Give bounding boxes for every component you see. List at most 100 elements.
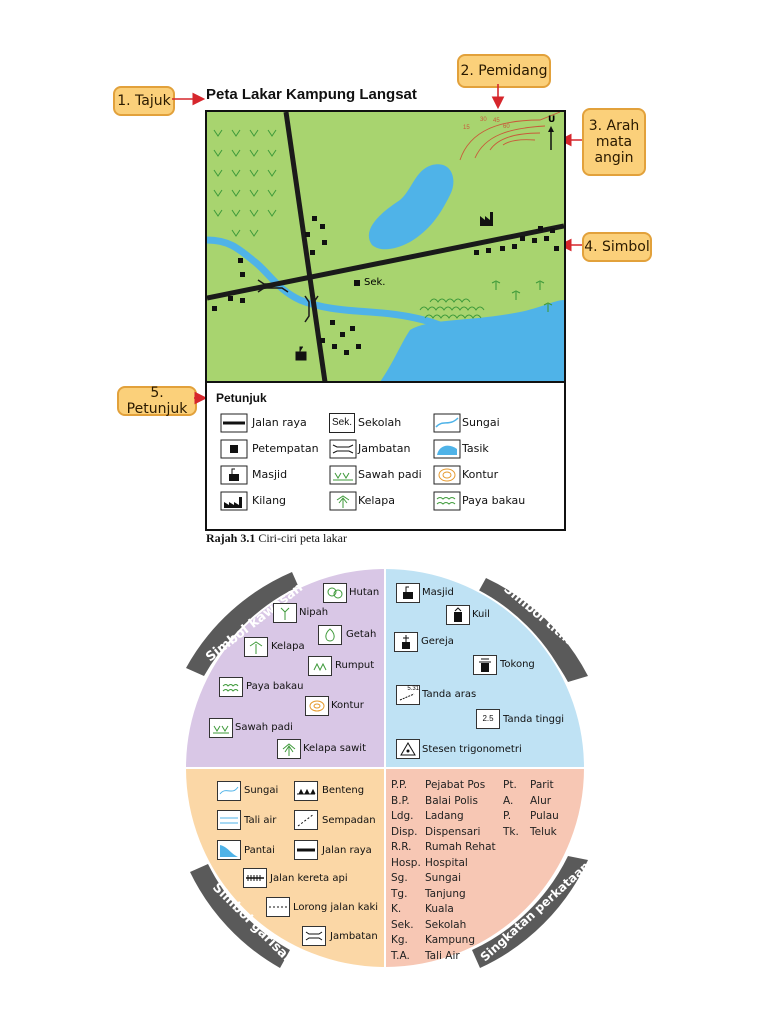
palm-trees (491, 280, 553, 312)
north-label: U (548, 115, 555, 125)
abbr-word: Dispensari (425, 825, 481, 838)
abbr-code: T.A. (391, 949, 410, 962)
paddy-area (213, 129, 277, 237)
abbr-code: Sek. (391, 918, 414, 931)
label-hutan: Hutan (349, 587, 380, 598)
label-kontur: Kontur (331, 700, 364, 711)
legend-icon-jalan-raya (220, 413, 248, 433)
legend-label-sekolah: Sekolah (358, 416, 402, 429)
abbr-code: Kg. (391, 934, 408, 946)
legend-icon-jambatan (329, 439, 357, 459)
river (207, 236, 442, 329)
legend-label-sungai: Sungai (462, 416, 500, 429)
label-jalan-kereta-api: Jalan kereta api (270, 873, 348, 884)
label-tokong: Tokong (500, 659, 535, 670)
icon-lorong-jalan-kaki (266, 897, 290, 917)
abbr-code: P. (503, 810, 512, 822)
abbr-list-right-codes: Pt. A. P. Tk. (503, 778, 519, 840)
abbr-code: Ldg. (391, 810, 414, 822)
abbr-code: Hosp. (391, 856, 421, 869)
callout-tajuk: 1. Tajuk (113, 86, 175, 116)
abbr-code: Sg. (391, 872, 408, 884)
abbr-word: Kuala (425, 903, 454, 915)
icon-hutan (323, 583, 347, 603)
label-pantai: Pantai (244, 845, 275, 856)
legend-icon-kontur (433, 465, 461, 485)
legend-icon-petempatan (220, 439, 248, 459)
abbr-code: Disp. (391, 825, 418, 838)
callout-petunjuk: 5. Petunjuk (117, 385, 197, 417)
caption-number: Rajah 3.1 (206, 531, 256, 545)
label-jambatan: Jambatan (330, 931, 378, 942)
legend-label-masjid: Masjid (252, 468, 288, 481)
icon-paya-bakau (219, 677, 243, 697)
label-benteng: Benteng (322, 785, 365, 796)
label-nipah: Nipah (299, 607, 329, 618)
icon-jalan-kereta-api (243, 868, 267, 888)
sea (380, 300, 564, 382)
icon-sempadan (294, 810, 318, 830)
label-masjid: Masjid (422, 587, 454, 598)
abbr-code: B.P. (391, 794, 410, 807)
symbol-circle: Simbol kawasan Simbol titik Simbol garis… (184, 567, 592, 969)
callout-arah-line1: 3. Arah (588, 118, 640, 134)
abbr-code: R.R. (391, 841, 412, 853)
label-gereja: Gereja (421, 636, 454, 647)
label-tanda-aras: Tanda aras (422, 689, 477, 700)
abbr-list-left-codes: P.P. B.P. Ldg. Disp. R.R. Hosp. Sg. Tg. … (391, 778, 421, 964)
legend-icon-paya-bakau (433, 491, 461, 511)
legend-label-petempatan: Petempatan (252, 442, 319, 455)
bridges (257, 279, 319, 323)
label-rumput: Rumput (335, 660, 375, 671)
icon-kontur (305, 696, 329, 716)
label-sempadan: Sempadan (322, 815, 376, 826)
legend-label-paya-bakau: Paya bakau (462, 494, 526, 507)
label-tanda-tinggi: Tanda tinggi (503, 714, 565, 725)
label-tali-air: Tali air (244, 815, 277, 826)
legend-icon-sawah-padi (329, 465, 357, 485)
callout-arah: 3. Arah mata angin (582, 108, 646, 176)
legend-label-kilang: Kilang (252, 494, 287, 507)
label-kuil: Kuil (472, 609, 490, 620)
road-horizontal (207, 223, 564, 301)
sketch-map: 15 30 45 60 (172, 84, 582, 531)
legend-label-kelapa: Kelapa (358, 494, 395, 507)
abbr-word: Hospital (425, 856, 468, 869)
abbr-word: Kampung (425, 934, 476, 946)
abbr-list-right-words: Parit Alur Pulau Teluk (530, 778, 559, 840)
abbr-word: Alur (530, 794, 552, 807)
abbr-word: Sekolah (425, 918, 467, 931)
icon-stesen-trigonometri (396, 739, 420, 759)
contour-label-45: 45 (493, 118, 500, 124)
abbr-word: Teluk (530, 825, 557, 838)
icon-kelapa (244, 637, 268, 657)
label-paya-bakau: Paya bakau (246, 681, 304, 692)
icon-nipah (273, 603, 297, 623)
callout-arah-line2: mata (595, 134, 633, 150)
callout-simbol: 4. Simbol (582, 232, 652, 262)
caption-text: Ciri-ciri peta lakar (258, 531, 347, 545)
contour-label-15: 15 (463, 125, 470, 131)
legend-label-jalan-raya: Jalan raya (252, 416, 307, 429)
road-vertical (283, 112, 328, 382)
icon-masjid (396, 583, 420, 603)
lake (368, 164, 454, 250)
legend-icon-masjid (220, 465, 248, 485)
legend-icon-kelapa (329, 491, 357, 511)
abbr-word: Sungai (425, 872, 461, 884)
label-kelapa: Kelapa (271, 641, 305, 652)
callout-arah-line3: angin (594, 150, 634, 166)
label-jalan-raya: Jalan raya (322, 845, 372, 856)
icon-kelapa-sawit (277, 739, 301, 759)
icon-tali-air (217, 810, 241, 830)
abbr-word: Ladang (425, 810, 464, 822)
settlements (212, 216, 559, 355)
abbr-word: Tanjung (425, 887, 466, 900)
abbr-code: Tk. (503, 825, 519, 838)
abbr-list-left-words: Pejabat Pos Balai Polis Ladang Dispensar… (425, 778, 496, 964)
legend-label-kontur: Kontur (462, 468, 499, 481)
legend-icon-sekolah: Sek. (329, 413, 355, 433)
figure-caption: Rajah 3.1 Ciri-ciri peta lakar (206, 531, 347, 546)
abbr-word: Pulau (530, 810, 559, 822)
icon-getah (318, 625, 342, 645)
